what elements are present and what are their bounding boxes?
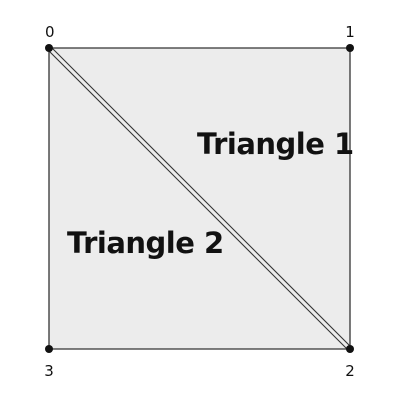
vertex-point-2 bbox=[346, 345, 354, 353]
vertex-label-0: 0 bbox=[45, 23, 55, 41]
vertex-point-1 bbox=[346, 44, 354, 52]
triangle-label-2: Triangle 2 bbox=[67, 226, 224, 260]
vertex-point-3 bbox=[45, 345, 53, 353]
triangle-label-1: Triangle 1 bbox=[197, 127, 354, 161]
vertex-label-3: 3 bbox=[44, 362, 54, 380]
vertex-label-1: 1 bbox=[345, 23, 355, 41]
vertex-point-0 bbox=[45, 44, 53, 52]
vertex-label-2: 2 bbox=[345, 362, 355, 380]
diagonal-0-2-a bbox=[49, 45, 353, 349]
quad-fill bbox=[49, 48, 350, 349]
diagonal-0-2-b bbox=[46, 48, 350, 352]
